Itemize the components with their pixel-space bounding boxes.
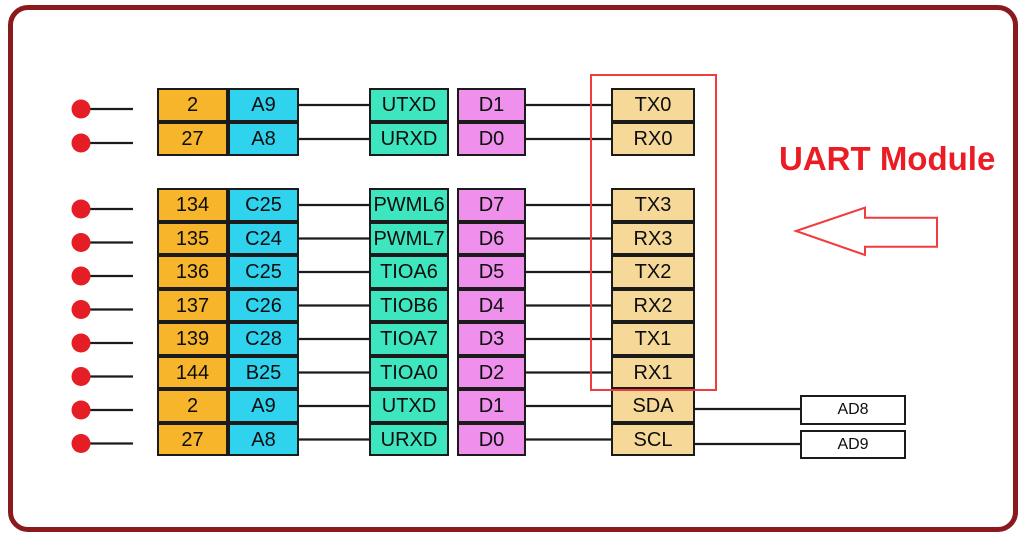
ball-pin-box: C28 [228, 322, 299, 356]
peripheral-signal-box: TIOA0 [369, 356, 449, 389]
data-bit-box: D5 [457, 255, 526, 289]
peripheral-signal-box: URXD [369, 423, 449, 456]
ball-pin-box: C24 [228, 222, 299, 255]
ball-pin-box: A8 [228, 122, 299, 156]
ball-pin-box: C25 [228, 188, 299, 222]
pin-number-box: 27 [157, 122, 228, 156]
pin-number-box: 135 [157, 222, 228, 255]
peripheral-signal-box: PWML6 [369, 188, 449, 222]
pin-dot-icon [71, 266, 91, 286]
ball-pin-box: B25 [228, 356, 299, 389]
pin-number-box: 136 [157, 255, 228, 289]
uart-pin-box: TX3 [611, 188, 695, 222]
peripheral-signal-box: TIOB6 [369, 289, 449, 322]
uart-pin-box: RX3 [611, 222, 695, 255]
uart-pin-box: TX2 [611, 255, 695, 289]
uart-pin-box: SDA [611, 389, 695, 423]
pin-dot-icon [71, 99, 91, 119]
uart-pin-box: RX1 [611, 356, 695, 389]
peripheral-signal-box: TIOA6 [369, 255, 449, 289]
data-bit-box: D4 [457, 289, 526, 322]
pin-dot-icon [71, 333, 91, 353]
uart-pin-box: TX1 [611, 322, 695, 356]
ball-pin-box: A9 [228, 389, 299, 423]
uart-pin-box: SCL [611, 423, 695, 456]
data-bit-box: D6 [457, 222, 526, 255]
data-bit-box: D3 [457, 322, 526, 356]
data-bit-box: D7 [457, 188, 526, 222]
data-bit-box: D2 [457, 356, 526, 389]
data-bit-box: D1 [457, 389, 526, 423]
peripheral-signal-box: UTXD [369, 389, 449, 423]
pin-number-box: 134 [157, 188, 228, 222]
uart-pin-box: TX0 [611, 88, 695, 122]
pin-dot-icon [71, 133, 91, 153]
ball-pin-box: C26 [228, 289, 299, 322]
ball-pin-box: C25 [228, 255, 299, 289]
uart-pin-box: RX0 [611, 122, 695, 156]
pin-number-box: 2 [157, 389, 228, 423]
peripheral-signal-box: TIOA7 [369, 322, 449, 356]
ball-pin-box: A8 [228, 423, 299, 456]
adc-pin-box: AD9 [800, 430, 906, 459]
peripheral-signal-box: URXD [369, 122, 449, 156]
pin-dot-icon [71, 434, 91, 453]
pin-number-box: 2 [157, 88, 228, 122]
uart-module-title: UART Module [779, 140, 996, 177]
data-bit-box: D0 [457, 122, 526, 156]
pin-number-box: 137 [157, 289, 228, 322]
uart-pin-box: RX2 [611, 289, 695, 322]
pin-number-box: 144 [157, 356, 228, 389]
pin-dot-icon [71, 400, 91, 420]
pin-dot-icon [71, 233, 91, 252]
data-bit-box: D1 [457, 88, 526, 122]
pin-number-box: 139 [157, 322, 228, 356]
pin-number-box: 27 [157, 423, 228, 456]
peripheral-signal-box: UTXD [369, 88, 449, 122]
data-bit-box: D0 [457, 423, 526, 456]
peripheral-signal-box: PWML7 [369, 222, 449, 255]
pin-dot-icon [71, 199, 91, 219]
pin-dot-icon [71, 300, 91, 319]
adc-pin-box: AD8 [800, 395, 906, 425]
ball-pin-box: A9 [228, 88, 299, 122]
pin-dot-icon [71, 367, 91, 386]
